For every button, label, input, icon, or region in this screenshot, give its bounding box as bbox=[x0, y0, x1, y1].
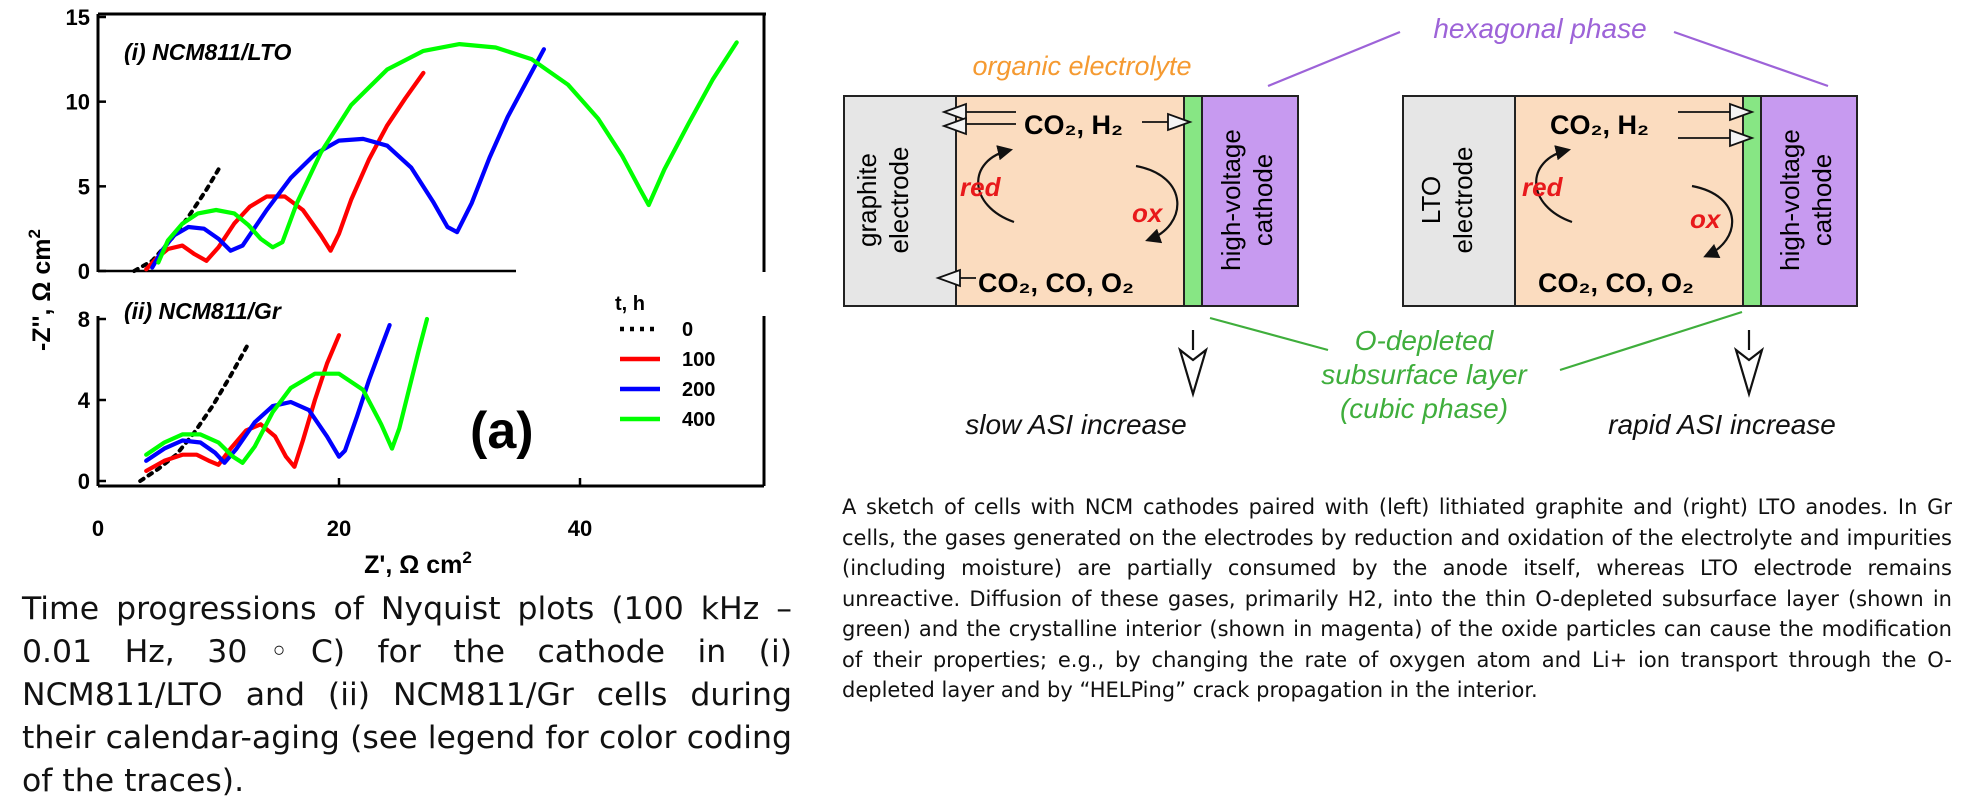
y-label-sup: 2 bbox=[25, 229, 44, 238]
o-depleted-layer-left bbox=[1183, 95, 1203, 307]
lto-cell: LTO electrode high-voltage cathode CO₂, … bbox=[1402, 95, 1858, 440]
x-label-sup: 2 bbox=[462, 548, 471, 567]
legend-label-100h: 100 bbox=[682, 349, 715, 371]
legend-label-200h: 200 bbox=[682, 379, 715, 401]
y-tick-label: 0 bbox=[78, 469, 90, 494]
down-arrow-left bbox=[1177, 330, 1209, 398]
red-label-right: red bbox=[1522, 172, 1564, 202]
gas-bottom-left: CO₂, CO, O₂ bbox=[978, 268, 1134, 298]
legend-label-400h: 400 bbox=[682, 409, 715, 431]
odepleted-label-3: (cubic phase) bbox=[1340, 393, 1508, 424]
electrolyte-left bbox=[955, 95, 1185, 307]
y-label-text: -Z'', Ω cm bbox=[28, 238, 56, 351]
organic-electrolyte-label: organic electrolyte bbox=[972, 51, 1191, 81]
panel-i-label: (i) NCM811/LTO bbox=[124, 39, 292, 65]
series-line-0h bbox=[138, 341, 251, 483]
gas-top-left: CO₂, H₂ bbox=[1024, 110, 1123, 140]
cell-schematic: organic electrolyte hexagonal phase grap… bbox=[843, 13, 1858, 440]
y-tick-label: 10 bbox=[66, 90, 90, 115]
y-tick-label: 15 bbox=[66, 5, 90, 30]
slow-asi-label: slow ASI increase bbox=[965, 409, 1187, 440]
red-cycle-arrow-right bbox=[1535, 145, 1573, 224]
legend-label-0h: 0 bbox=[682, 319, 693, 341]
graphite-cell: graphite electrode high-voltage cathode … bbox=[843, 95, 1299, 440]
x-tick-label: 40 bbox=[568, 516, 592, 541]
cathode-right-label-1: high-voltage bbox=[1775, 129, 1805, 271]
graphite-label-2: electrode bbox=[884, 147, 914, 254]
x-axis-label: Z', Ω cm2 bbox=[364, 548, 472, 579]
electrolyte-right bbox=[1514, 95, 1744, 307]
series-line-400h bbox=[156, 40, 739, 265]
cathode-left-label-2: cathode bbox=[1248, 154, 1278, 247]
lto-label-1: LTO bbox=[1416, 176, 1446, 224]
graphite-label-1: graphite bbox=[852, 153, 882, 247]
gas-arrows-left bbox=[935, 102, 1193, 288]
red-cycle-arrow-left bbox=[977, 145, 1015, 224]
gas-bottom-right: CO₂, CO, O₂ bbox=[1538, 268, 1694, 298]
odepleted-label-1: O-depleted bbox=[1355, 325, 1495, 356]
ox-label-left: ox bbox=[1132, 198, 1164, 228]
panel-tag: (a) bbox=[470, 402, 534, 460]
cathode-left-label-1: high-voltage bbox=[1216, 129, 1246, 271]
hexagonal-phase-label: hexagonal phase bbox=[1433, 13, 1646, 44]
cathode-right-label-2: cathode bbox=[1807, 154, 1837, 247]
panel-i-ticks: 0 5 10 15 bbox=[66, 5, 106, 284]
series-line-0h bbox=[132, 167, 221, 273]
x-tick-label: 0 bbox=[92, 516, 104, 541]
y-tick-label: 8 bbox=[78, 307, 90, 332]
cathode-left bbox=[1201, 95, 1299, 307]
y-axis-label: -Z'', Ω cm2 bbox=[25, 229, 56, 351]
panel-ii-series bbox=[138, 316, 430, 483]
down-arrow-right bbox=[1733, 330, 1765, 398]
hexagonal-pointer-right bbox=[1673, 30, 1829, 88]
panel-i-series bbox=[132, 40, 739, 273]
panel-ii-label: (ii) NCM811/Gr bbox=[124, 298, 282, 324]
ox-cycle-arrow-left bbox=[1135, 164, 1179, 244]
odepleted-pointer-left bbox=[1209, 316, 1329, 352]
lto-label-2: electrode bbox=[1448, 147, 1478, 254]
cathode-right bbox=[1760, 95, 1858, 307]
hexagonal-pointer-left bbox=[1267, 30, 1401, 88]
graphite-electrode bbox=[843, 95, 957, 307]
legend-title: t, h bbox=[615, 293, 645, 315]
svg-text:-Z'', Ω cm2: -Z'', Ω cm2 bbox=[25, 229, 56, 351]
y-tick-label: 4 bbox=[78, 388, 91, 413]
schematic-caption: A sketch of cells with NCM cathodes pair… bbox=[842, 495, 1952, 702]
red-label-left: red bbox=[960, 172, 1002, 202]
ox-cycle-arrow-right bbox=[1691, 184, 1734, 259]
panel-ii-ticks: 0 4 8 bbox=[78, 307, 106, 494]
x-label-text: Z', Ω cm bbox=[364, 551, 462, 579]
nyquist-caption: Time progressions of Nyquist plots (100 … bbox=[22, 591, 792, 799]
series-line-200h bbox=[150, 47, 546, 270]
gas-arrows-right bbox=[1678, 102, 1755, 148]
odepleted-label-2: subsurface layer bbox=[1321, 359, 1528, 390]
odepleted-pointer-right bbox=[1559, 310, 1743, 372]
rapid-asi-label: rapid ASI increase bbox=[1608, 409, 1836, 440]
series-line-400h bbox=[144, 316, 430, 465]
x-tick-label: 20 bbox=[327, 516, 351, 541]
y-tick-label: 0 bbox=[78, 259, 90, 284]
gas-top-right: CO₂, H₂ bbox=[1550, 110, 1649, 140]
y-tick-label: 5 bbox=[78, 174, 90, 199]
x-ticks: 0 20 40 bbox=[92, 478, 592, 541]
series-line-200h bbox=[144, 323, 392, 465]
lto-electrode bbox=[1402, 95, 1516, 307]
o-depleted-layer-right bbox=[1742, 95, 1762, 307]
legend: t, h 0 100 200 400 bbox=[615, 293, 715, 431]
ox-label-right: ox bbox=[1690, 204, 1722, 234]
